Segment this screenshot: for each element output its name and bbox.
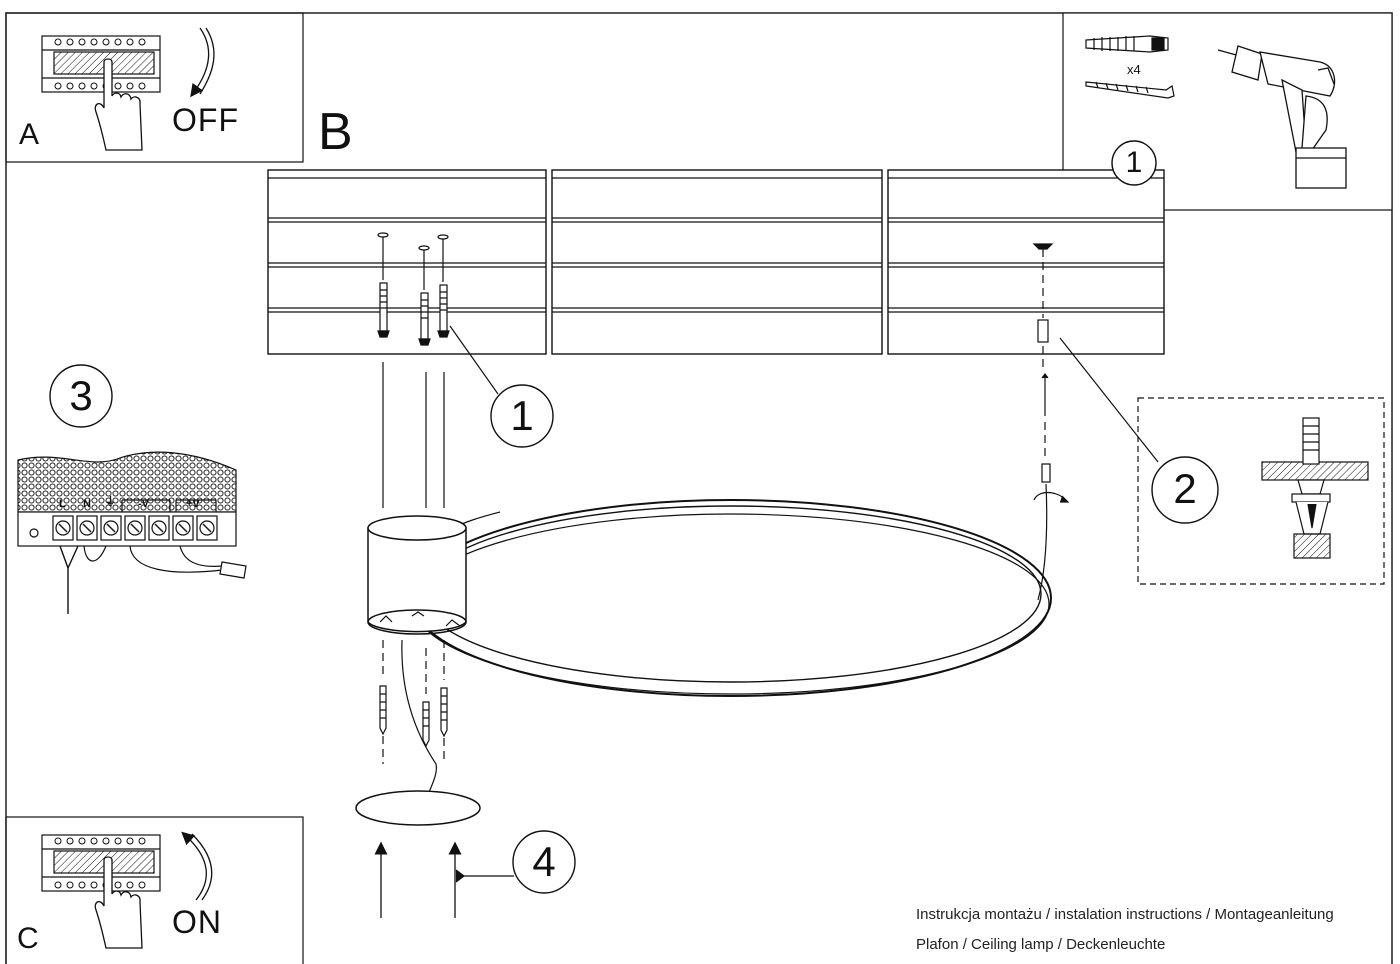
callout-circle-cover <box>512 830 576 894</box>
callout-circle-wiring <box>49 364 113 428</box>
ceiling-panels <box>267 169 1165 355</box>
step-c-letter: C <box>17 922 39 955</box>
power-supply-icon <box>17 451 247 614</box>
callout-plugs: 1 <box>510 392 534 439</box>
callout-circle-suspension <box>1151 456 1219 524</box>
panel-a-frame <box>5 12 304 163</box>
terminal-label-plus-v: +V <box>186 498 200 510</box>
page-frame <box>5 12 1393 964</box>
hand-icon <box>94 856 143 949</box>
callout-wiring: 3 <box>69 372 93 419</box>
hand-icon <box>94 58 143 151</box>
cover-disc <box>355 790 481 826</box>
callout-circle-plugs <box>490 384 554 448</box>
arrow-up-icon <box>374 841 462 918</box>
quantity-label: x4 <box>1127 62 1141 77</box>
suspension-detail-icon <box>1261 417 1369 559</box>
screw-icon <box>379 640 448 764</box>
terminal-label-l: L <box>59 498 66 510</box>
terminal-label-minus-v: -V <box>138 498 149 510</box>
breaker-icon <box>41 834 161 892</box>
arrow-up-curved-icon <box>181 831 207 901</box>
callout-cover: 4 <box>532 838 556 885</box>
panel-c-frame <box>5 816 304 964</box>
lamp-ring <box>410 499 1052 697</box>
step-b-letter: B <box>318 103 353 161</box>
footer-subtitle: Plafon / Ceiling lamp / Deckenleuchte <box>916 936 1166 953</box>
lamp-canopy <box>367 515 467 635</box>
detail-box <box>1137 397 1385 585</box>
callout-suspension: 2 <box>1173 465 1197 512</box>
arrow-down-curved-icon <box>190 27 210 98</box>
footer-title: Instrukcja montażu / instalation instruc… <box>916 906 1334 923</box>
wall-plug-icon <box>1085 35 1169 53</box>
callout-circle-tools <box>1111 140 1157 186</box>
on-label: ON <box>172 904 222 940</box>
screw-icon <box>1085 81 1175 99</box>
ground-icon: ⏚ <box>105 496 116 508</box>
drill-icon <box>1217 45 1347 189</box>
off-label: OFF <box>172 102 239 138</box>
terminal-label-n: N <box>83 498 91 510</box>
power-wire <box>401 639 437 796</box>
step-a-letter: A <box>19 118 40 151</box>
callout-tools: 1 <box>1125 146 1143 179</box>
ceiling-hook-icon <box>1032 243 1070 601</box>
breaker-icon <box>41 35 161 93</box>
wall-plug-icon <box>377 232 450 346</box>
